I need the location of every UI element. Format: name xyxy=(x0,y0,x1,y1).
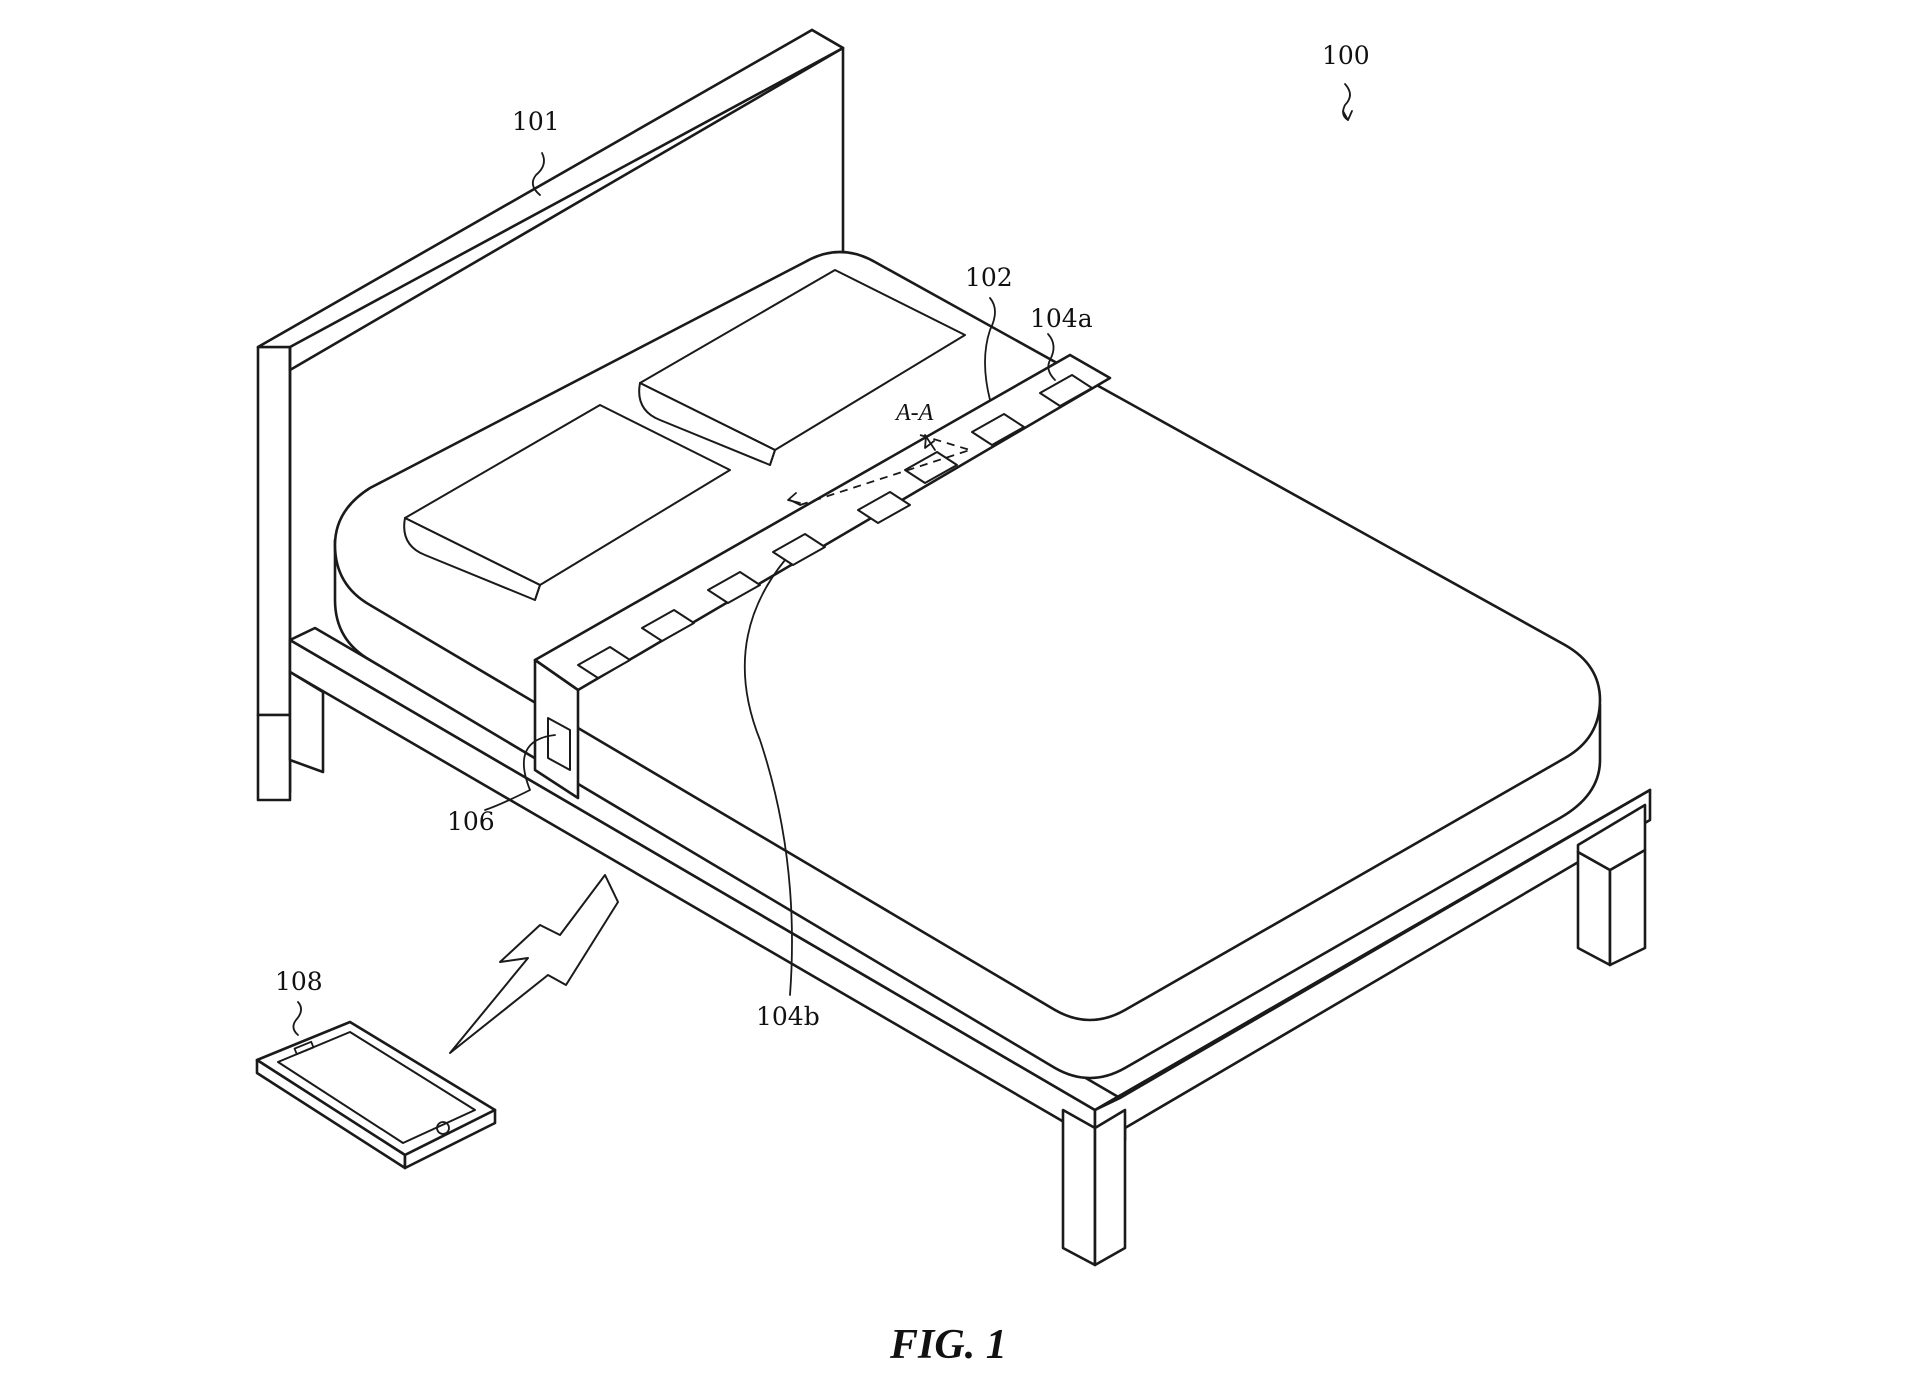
figure-caption: FIG. 1 xyxy=(889,1322,1007,1368)
label-controller: 106 xyxy=(447,807,495,836)
leader-lines xyxy=(292,83,1353,1036)
label-strap: 102 xyxy=(965,263,1013,292)
pillows xyxy=(403,269,966,601)
label-headboard: 101 xyxy=(512,107,560,136)
label-section: A-A xyxy=(894,400,934,426)
headboard xyxy=(256,28,845,802)
sensor-strap xyxy=(533,353,1112,800)
controller-box xyxy=(547,717,571,771)
label-figure-number: 100 xyxy=(1322,41,1370,70)
section-line xyxy=(787,434,971,506)
sensor-pads xyxy=(577,374,1093,679)
bed-frame xyxy=(288,626,1652,1267)
home-button-icon xyxy=(436,1121,450,1135)
label-sensor-b: 104b xyxy=(756,1002,820,1031)
label-device: 108 xyxy=(275,967,323,996)
wireless-signal xyxy=(449,874,619,1054)
pillow-right xyxy=(638,269,966,466)
tablet-device xyxy=(255,1020,497,1170)
label-sensor-a: 104a xyxy=(1030,304,1093,333)
pillow-left xyxy=(403,404,731,601)
